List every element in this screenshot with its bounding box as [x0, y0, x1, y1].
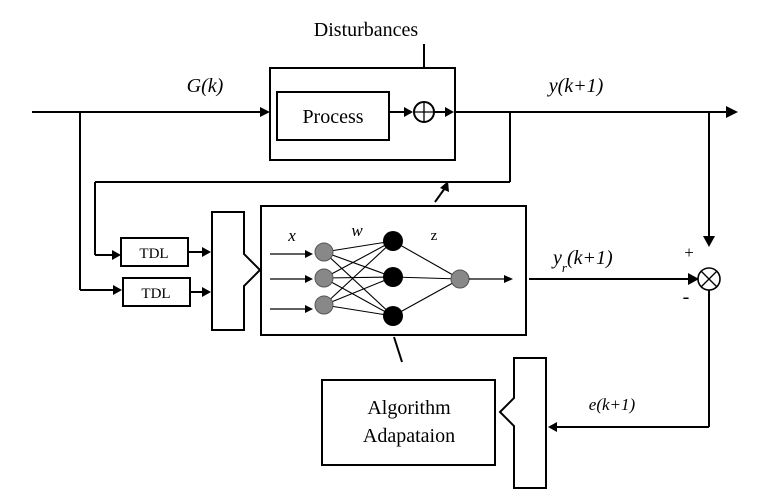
nn-input-arrows [270, 250, 313, 313]
adaptation-arrowhead [440, 181, 449, 192]
nn-internal-out-arrowhead [504, 275, 513, 283]
minus-sign: - [683, 286, 690, 308]
nn-connections [323, 240, 461, 317]
tdl-top-label: TDL [139, 246, 168, 262]
nn-output-arrowhead [688, 273, 699, 285]
output-to-comparator-arrowhead [703, 236, 715, 247]
tdl-top-out-arrowhead [202, 247, 211, 257]
nn-w-label: w [351, 221, 363, 240]
nn-hidden-node-3 [383, 306, 403, 326]
nn-output-node [450, 269, 470, 289]
algorithm-label-line2: Adapataion [363, 425, 455, 447]
algorithm-to-weights-line [393, 336, 403, 363]
nn-input-node-2 [314, 268, 334, 288]
process-box [276, 91, 390, 141]
tdl-bottom-label: TDL [141, 286, 170, 302]
error-arrowhead [548, 422, 557, 432]
process-to-junction-arrowhead [404, 107, 413, 117]
adaptation-arrow-line [434, 187, 446, 203]
junction-out-arrowhead [445, 107, 454, 117]
nn-input-node-1 [314, 242, 334, 262]
input-arrowhead [260, 107, 270, 117]
algorithm-adaptation-box [321, 379, 496, 466]
nn-hidden-node-1 [383, 231, 403, 251]
output-arrowhead [726, 106, 738, 118]
plus-sign: + [684, 243, 694, 262]
input-label: G(k) [187, 75, 224, 97]
nn-input-node-3 [314, 295, 334, 315]
error-label: e(k+1) [589, 395, 636, 414]
nn-output-label: yr(k+1) [551, 247, 613, 275]
disturbances-label: Disturbances [314, 19, 419, 41]
tdl-bottom-out-arrowhead [202, 287, 211, 297]
process-label: Process [302, 106, 363, 128]
nn-z-label: z [431, 228, 438, 244]
error-mux-bus [498, 357, 547, 489]
input-to-tdl-arrowhead [113, 285, 122, 295]
tdl-top-box [120, 237, 189, 267]
output-label: y(k+1) [547, 75, 604, 97]
algorithm-label-line1: Algorithm [367, 397, 451, 419]
comparator-cross-b [700, 270, 718, 288]
nn-hidden-node-2 [383, 267, 403, 287]
nn-x-label: x [287, 226, 296, 245]
feedback-to-tdl-arrowhead [112, 250, 121, 260]
input-mux-bus [211, 211, 262, 331]
